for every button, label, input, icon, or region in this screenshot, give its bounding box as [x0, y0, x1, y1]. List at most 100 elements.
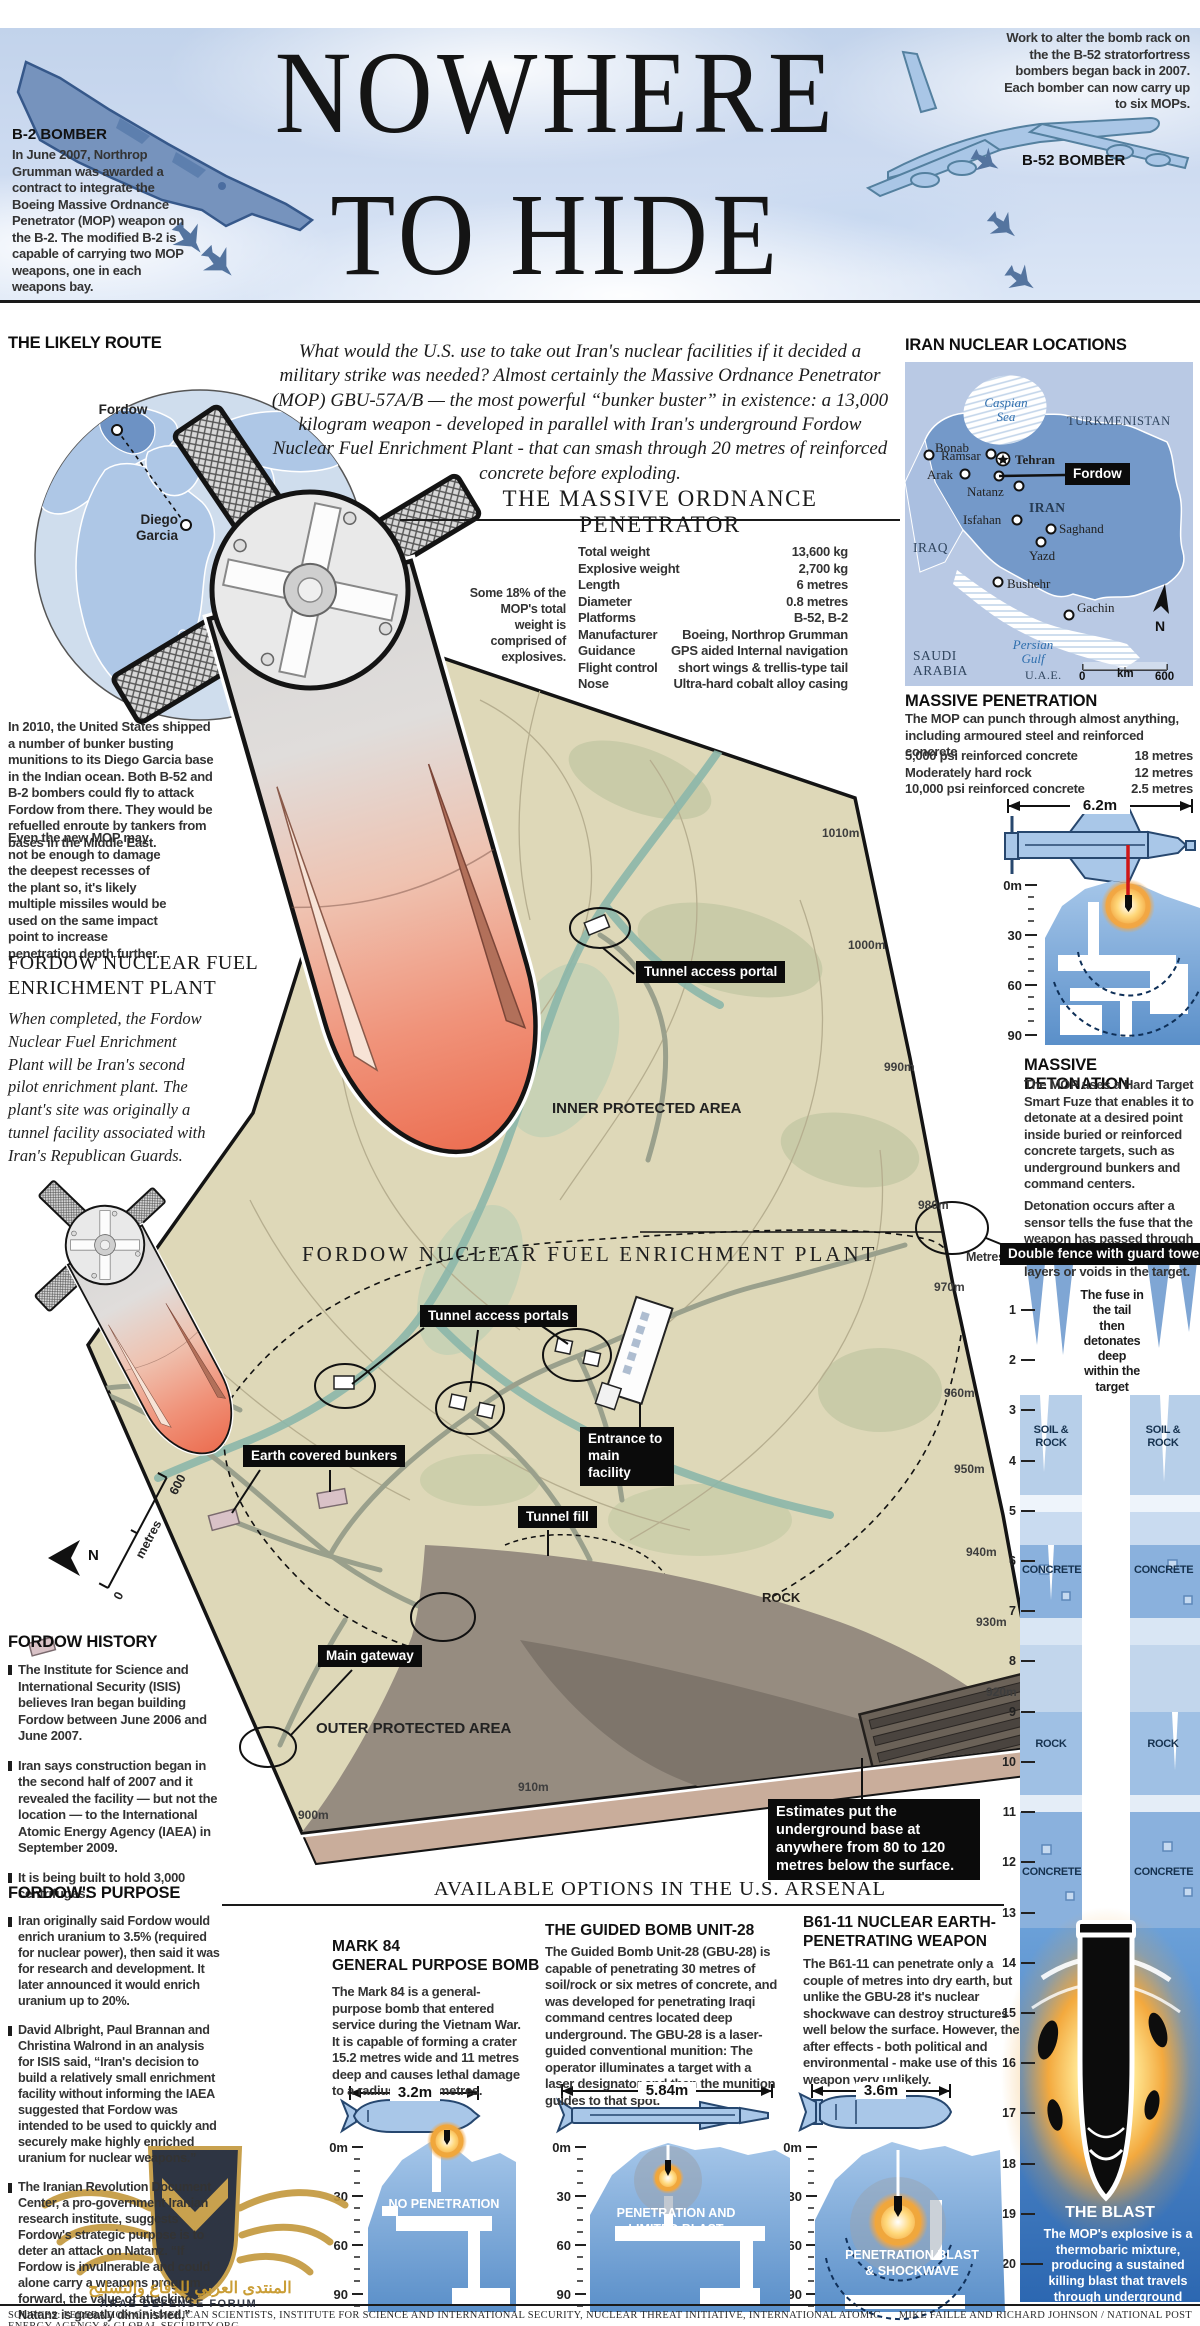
history-bullet-text: The Institute for Science and Internatio…	[18, 1662, 207, 1743]
pen-row-label: 10,000 psi reinforced concrete	[905, 781, 1085, 796]
history-bullets: The Institute for Science and Internatio…	[8, 1662, 220, 1916]
watermark-org: ARAB DEFENSE FORUM	[100, 2298, 258, 2310]
spec-value: GPS aided Internal navigation	[671, 643, 848, 658]
pen-tick-60: 60	[1008, 978, 1022, 993]
det-tick: 4	[1009, 1454, 1016, 1468]
scale-tick: 90	[334, 2287, 348, 2302]
iran-map: Caspian Sea TURKMENISTAN Bonab Ramsar Te…	[905, 362, 1193, 686]
det-tick: 10	[1002, 1755, 1016, 1769]
det-tick: 8	[1009, 1654, 1016, 1668]
footer-sources: SOURCES: FEDERATION OF AMERICAN SCIENTIS…	[8, 2310, 881, 2326]
det-tick: 9	[1009, 1705, 1016, 1719]
spec-label: Explosive weight	[578, 560, 680, 576]
history-bullet-text: Iran says construction began in the seco…	[18, 1757, 218, 1856]
iran-scale-unit: km	[1117, 668, 1134, 680]
spec-value: 2,700 kg	[798, 560, 849, 576]
caspian-sea	[963, 375, 1047, 445]
city-isfahan: Isfahan	[963, 512, 1002, 527]
spec-value: short wings & trellis-type tail	[678, 659, 848, 675]
route-line	[116, 429, 187, 526]
spec-value: 13,600 kg	[791, 544, 849, 559]
strata-concrete2-right: CONCRETE	[1134, 1866, 1194, 1878]
spec-value: 6 metres	[796, 577, 849, 592]
city-bushehr: Bushehr	[1007, 576, 1051, 591]
det-tick: 12	[1002, 1855, 1016, 1869]
saudi-label-1: SAUDI	[913, 648, 957, 663]
footer-credit: MIKE FAILLE AND RICHARD JOHNSON / NATION…	[898, 2310, 1192, 2321]
city-arak: Arak	[927, 467, 953, 482]
iran-north-arrow-icon	[1153, 584, 1169, 614]
diego-garcia-marker	[180, 519, 192, 531]
strata-concrete1-right: CONCRETE	[1134, 1564, 1194, 1576]
b61-length: 3.6m	[856, 2082, 906, 2099]
iraq-label: IRAQ	[913, 540, 948, 555]
diego-garcia-paragraph: In 2010, the United States shipped a num…	[8, 719, 214, 850]
spec-label: Diameter	[578, 593, 632, 609]
spec-label: Total weight	[578, 544, 650, 559]
city-gachin: Gachin	[1077, 600, 1115, 615]
scale-zero: 0	[111, 1589, 127, 1602]
spec-label: Nose	[578, 676, 609, 691]
det-tick: 17	[1002, 2106, 1016, 2120]
pen-row-value: 12 metres	[1134, 764, 1194, 780]
detonation-p2: Detonation occurs after a sensor tells t…	[1024, 1198, 1200, 1279]
elev-970: 970m	[934, 1280, 965, 1294]
scale-tick: 90	[557, 2287, 571, 2302]
bullet-icon	[8, 1917, 12, 1927]
elev-990: 990m	[884, 1060, 915, 1074]
bullet-icon	[8, 2025, 12, 2036]
label-estimate: Estimates put the underground base at an…	[768, 1799, 980, 1880]
det-tick: 6	[1009, 1554, 1016, 1568]
mop-heading: THE MASSIVE ORDNANCE PENETRATOR	[502, 486, 818, 537]
fordow-map-label: Fordow	[1065, 463, 1130, 486]
uae-label: U.A.E.	[1025, 668, 1062, 682]
fordow-plant-italic: When completed, the Fordow Nuclear Fuel …	[8, 1009, 206, 1165]
history-bullet: It is being built to hold 3,000 centrifu…	[8, 1870, 220, 1903]
site-map: 0 metres 600 N	[27, 646, 1060, 1866]
scale-tick: 30	[788, 2189, 802, 2204]
caspian-sea-label: Caspian Sea	[984, 395, 1028, 425]
pen-row-value: 18 metres	[1134, 748, 1194, 763]
elev-950: 950m	[954, 1462, 985, 1476]
b61-text: The B61-11 can penetrate only a couple o…	[803, 1956, 1020, 2087]
persian-gulf-label: Persian Gulf	[1012, 637, 1054, 667]
spec-value: 0.8 metres	[786, 593, 848, 609]
label-gateway: Main gateway	[318, 1645, 422, 1668]
history-bullet: The Institute for Science and Internatio…	[8, 1662, 220, 1745]
metres-label: Metres	[966, 1250, 1005, 1264]
pen-row-value: 2.5 metres	[1131, 781, 1193, 796]
pen-row-label: 5,000 psi reinforced concrete	[905, 748, 1078, 763]
elev-1000: 1000m	[848, 938, 886, 952]
strata-soil-left: SOIL & ROCK	[1033, 1424, 1069, 1449]
strata-soil-right: SOIL & ROCK	[1145, 1424, 1181, 1449]
spec-label: Platforms	[578, 610, 636, 625]
detonation-column: 1 2 3 4 5 6 7 8 9 10 11 12 13 14 15 16 1…	[1001, 1246, 1200, 2326]
b61-name-1: B61-11 NUCLEAR EARTH-	[803, 1914, 996, 1931]
elev-920: 920m	[986, 1685, 1017, 1699]
scale-tick: 30	[557, 2189, 571, 2204]
label-entrance: Entrance to main facility	[580, 1427, 674, 1486]
elev-930: 930m	[976, 1615, 1007, 1629]
city-yazd: Yazd	[1029, 548, 1056, 563]
elev-900: 900m	[298, 1808, 329, 1822]
pen-tick-30: 30	[1008, 928, 1022, 943]
site-map-title: FORDOW NUCLEAR FUEL ENRICHMENT PLANT	[302, 1242, 878, 1266]
spec-value: Boeing, Northrop Grumman	[682, 626, 848, 642]
mark84-name-2: GENERAL PURPOSE BOMB	[332, 1957, 540, 1974]
det-tick: 7	[1009, 1604, 1016, 1618]
label-bunkers: Earth covered bunkers	[243, 1445, 406, 1468]
bullet-icon	[8, 1665, 12, 1675]
main-title-line2: TO HIDE	[330, 169, 782, 300]
det-tick: 13	[1002, 1906, 1016, 1920]
arsenal-diagrams: 0m 30 60 90 0m 30 60 90 0m 30 60 90	[329, 2084, 1005, 2321]
purpose-bullet-text: The Iranian Revolution Document Center, …	[18, 2179, 212, 2326]
history-bullet-text: It is being built to hold 3,000 centrifu…	[18, 1869, 186, 1902]
det-tick: 18	[1002, 2157, 1016, 2171]
b2-bomber-illustration	[16, 60, 315, 232]
scale-tick: 0m	[329, 2140, 348, 2155]
mark84-length: 3.2m	[390, 2084, 440, 2101]
history-bullet: Iran says construction began in the seco…	[8, 1758, 220, 1857]
det-tick: 14	[1002, 1956, 1016, 1970]
fordow-plant-heading-1: FORDOW NUCLEAR FUEL	[8, 952, 259, 974]
